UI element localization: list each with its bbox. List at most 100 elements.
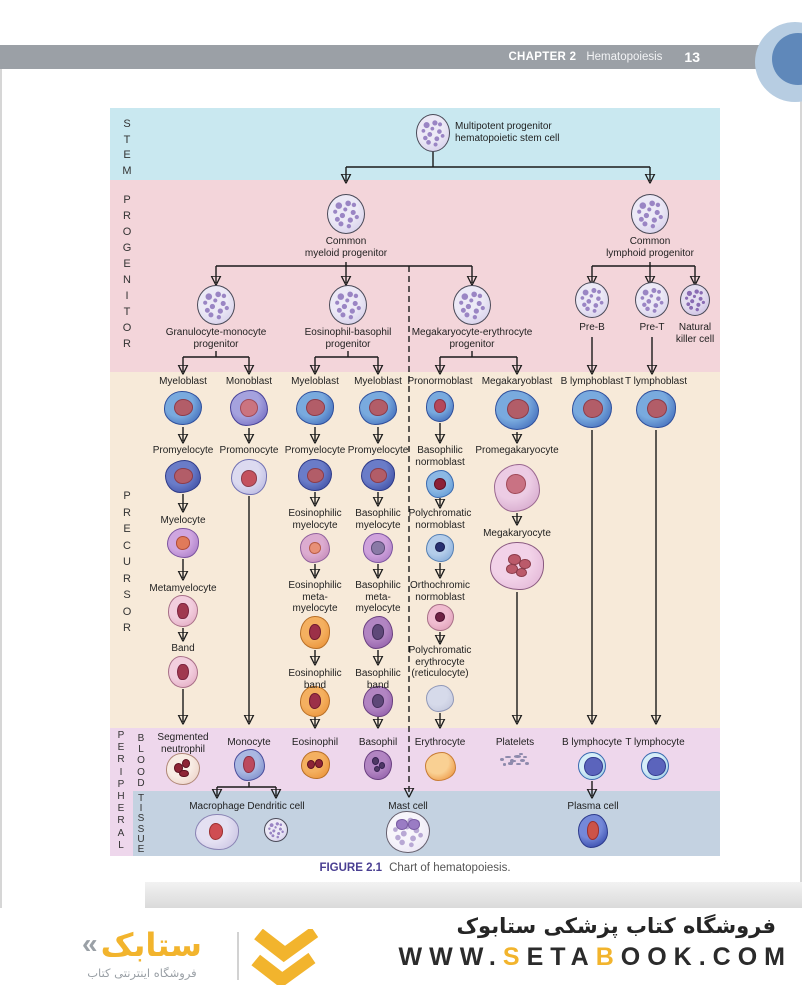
band-precursor xyxy=(110,372,720,728)
logo-text-fa: ستابک xyxy=(100,926,202,964)
cell-nucleus xyxy=(306,759,315,770)
node-label: Multipotent progenitor hematopoietic ste… xyxy=(455,121,560,144)
cell-nucleus xyxy=(499,757,505,762)
page-number: 13 xyxy=(684,49,700,65)
cell xyxy=(426,534,454,562)
band-label-stem: S T E M xyxy=(122,118,132,177)
cell-nucleus xyxy=(306,467,325,483)
cell xyxy=(490,542,544,590)
cell xyxy=(572,390,612,428)
cell-nucleus xyxy=(408,819,420,830)
node-label: Dendritic cell xyxy=(247,801,305,812)
cell xyxy=(363,533,393,563)
node-label: Pre-T xyxy=(639,322,665,333)
node-label: Basophilic meta- myelocyte xyxy=(355,580,401,614)
url-segment: S xyxy=(502,943,527,971)
cell-nucleus xyxy=(396,819,408,830)
cell-nucleus xyxy=(584,757,603,777)
cell xyxy=(361,459,395,491)
node-label: Polychromatic normoblast xyxy=(408,508,472,531)
cell xyxy=(631,194,669,234)
cell xyxy=(167,528,199,558)
cell xyxy=(195,814,239,850)
node-label: Eosinophil xyxy=(291,737,339,748)
cell xyxy=(575,282,609,318)
cell xyxy=(416,114,450,152)
cell-nucleus xyxy=(309,623,321,641)
band-peripheral-blood xyxy=(110,728,720,791)
cell xyxy=(494,464,540,512)
cell-nucleus xyxy=(174,399,194,416)
cell-nucleus xyxy=(514,755,522,758)
node-label: Monocyte xyxy=(227,737,271,748)
cell xyxy=(578,752,606,780)
node-label: Erythrocyte xyxy=(414,737,466,748)
cell xyxy=(680,284,710,316)
cell-nucleus xyxy=(646,398,667,418)
cell-nucleus xyxy=(371,757,380,765)
cell-nucleus xyxy=(371,693,385,709)
cell-nucleus xyxy=(315,759,323,769)
figure-label: FIGURE 2.1 xyxy=(319,862,383,874)
node-label: Mast cell xyxy=(388,801,428,812)
node-label: Myelocyte xyxy=(160,515,206,526)
cell xyxy=(300,751,330,779)
cell-nucleus xyxy=(586,820,600,840)
cell-nucleus xyxy=(512,759,517,762)
figure-caption-text: Chart of hematopoiesis. xyxy=(389,862,511,874)
node-label: Megakaryoblast xyxy=(481,376,553,387)
cell xyxy=(298,459,332,491)
node-label: Metamyelocyte xyxy=(149,583,217,594)
node-label: Common myeloid progenitor xyxy=(304,236,388,259)
cell xyxy=(264,818,288,842)
logo-guillemet-icon: « xyxy=(82,928,98,959)
cell xyxy=(300,685,330,717)
cell xyxy=(426,603,454,631)
chapter-title: Hematopoiesis xyxy=(586,51,663,63)
cell-nucleus xyxy=(525,762,529,766)
cell-nucleus xyxy=(647,757,666,777)
node-label: Promyelocyte xyxy=(284,445,346,456)
cell xyxy=(231,459,267,495)
node-label: Plasma cell xyxy=(567,801,619,812)
cell-nucleus xyxy=(309,693,321,709)
node-label: B lymphoblast xyxy=(560,376,624,387)
node-label: Myeloblast xyxy=(354,376,402,387)
cell-nucleus xyxy=(371,624,385,640)
cell xyxy=(497,750,533,772)
node-label: Monoblast xyxy=(225,376,273,387)
cell xyxy=(424,751,456,781)
band-stem xyxy=(110,108,720,180)
cell xyxy=(641,752,669,780)
logo-tagline-fa: فروشگاه اینترنتی کتاب xyxy=(87,966,197,980)
node-label: Polychromatic erythrocyte (reticulocyte) xyxy=(408,645,472,679)
page-edge-left xyxy=(0,45,2,908)
node-label: Basophilic myelocyte xyxy=(355,508,401,531)
cell xyxy=(364,750,392,780)
brand-chevron-icon xyxy=(249,926,321,990)
cell-nucleus xyxy=(582,398,603,418)
node-label: Pre-B xyxy=(579,322,605,333)
node-label: Promyelocyte xyxy=(347,445,409,456)
node-label: T lymphoblast xyxy=(624,376,688,387)
cell-nucleus xyxy=(504,755,511,759)
brand-logo-left: « ستابک فروشگاه اینترنتی کتاب xyxy=(82,926,202,980)
band-label-blood: B L O O D xyxy=(137,733,145,789)
node-label: Megakaryocyte xyxy=(483,528,551,539)
cell-nucleus xyxy=(175,536,191,550)
node-label: Eosinophil-basophil progenitor xyxy=(304,327,392,350)
cell-nucleus xyxy=(373,766,381,773)
cell xyxy=(426,390,454,422)
node-label: Eosinophilic band xyxy=(288,668,342,691)
cell-nucleus xyxy=(507,762,513,765)
cell-nucleus xyxy=(177,663,189,681)
page-edge-right xyxy=(800,45,802,908)
cell-nucleus xyxy=(369,467,388,483)
node-label: Eosinophilic myelocyte xyxy=(288,508,342,531)
node-label: Platelets xyxy=(495,737,535,748)
url-segment: WWW. xyxy=(398,943,503,971)
node-label: Eosinophilic meta- myelocyte xyxy=(288,580,342,614)
url-segment: B xyxy=(595,943,621,971)
cell-nucleus xyxy=(378,761,386,769)
cell xyxy=(168,656,198,688)
